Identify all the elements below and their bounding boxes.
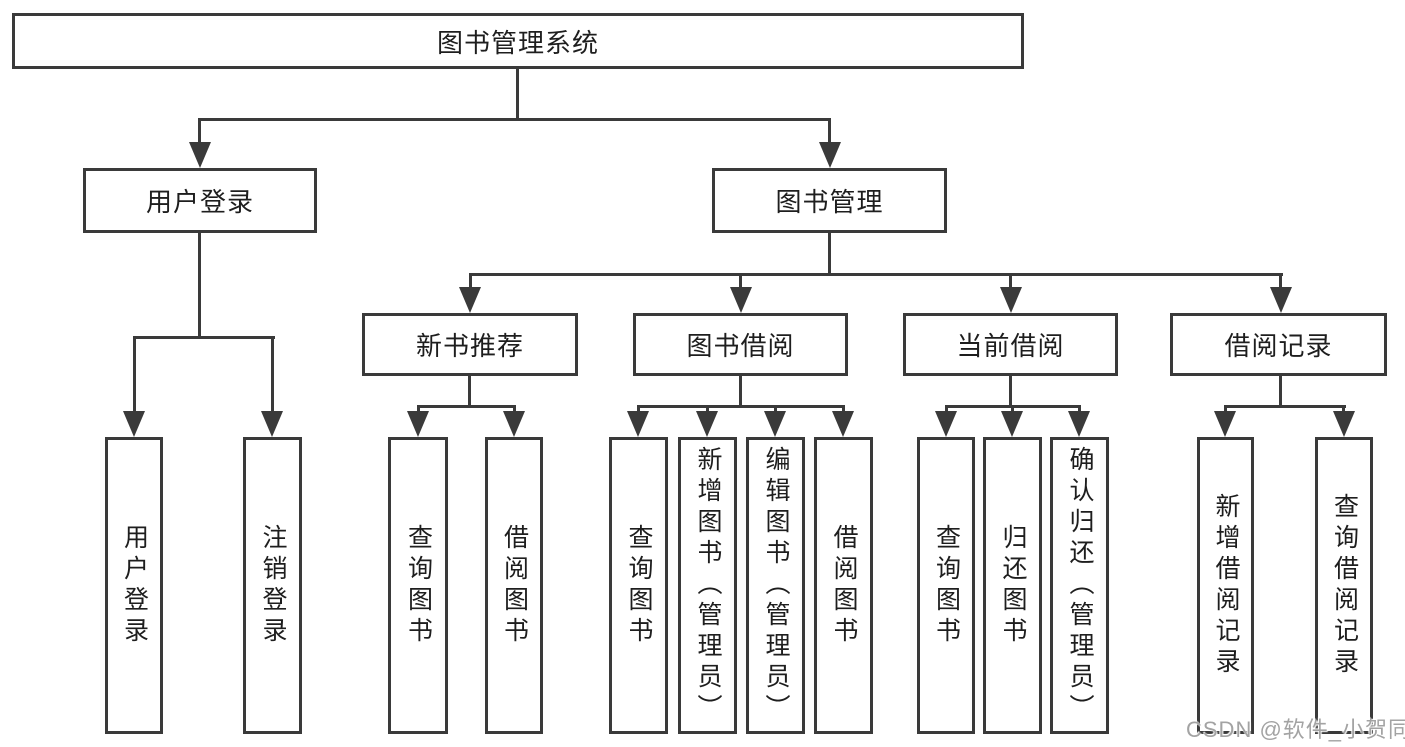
node-leaf-logout: 注销登录 [243,437,302,734]
connector-vline [1011,405,1014,414]
arrowhead-down [819,142,841,168]
node-label: 当前借阅 [956,331,1065,361]
connector-hline [637,405,845,408]
arrowhead-down [407,411,429,437]
connector-vline [774,405,777,414]
arrowhead-down [1214,411,1236,437]
connector-hline [198,118,831,121]
connector-vline [1279,273,1282,289]
node-label: 用户登录 [120,523,149,648]
node-label: 借阅图书 [500,523,529,648]
node-label: 图书借阅 [686,331,795,361]
arrowhead-down [261,411,283,437]
node-leaf-add-book-admin: 新增图书（管理员） [678,437,737,734]
node-leaf-query-borrow-record: 查询借阅记录 [1315,437,1373,734]
connector-vline [637,405,640,414]
node-leaf-confirm-return-admin: 确认归还（管理员） [1050,437,1109,734]
node-new-book-recommend: 新书推荐 [362,313,578,376]
arrowhead-down [503,411,525,437]
node-label: 查询图书 [932,523,961,648]
arrowhead-down [189,142,211,168]
arrowhead-down [459,287,481,313]
node-book-management-group: 图书管理 [712,168,947,233]
connector-hline [417,405,516,408]
connector-vline [1224,405,1227,414]
connector-hline [133,336,275,339]
connector-vline [739,273,742,289]
connector-vline [516,69,519,118]
connector-vline [513,405,516,414]
connector-vline [1078,405,1081,414]
node-label: 新书推荐 [415,331,524,361]
node-current-borrow: 当前借阅 [903,313,1118,376]
node-label: 用户登录 [145,187,254,217]
node-label: 查询图书 [625,523,653,648]
connector-hline [469,273,1283,276]
connector-vline [271,336,274,413]
connector-vline [133,336,136,413]
connector-vline [468,376,471,406]
node-label: 查询图书 [404,523,433,648]
arrowhead-down [696,411,718,437]
connector-vline [417,405,420,414]
node-label: 新增图书（管理员） [694,446,722,725]
node-label: 借阅图书 [830,523,858,648]
node-leaf-borrow-books: 借阅图书 [814,437,873,734]
arrowhead-down [1001,411,1023,437]
connector-vline [828,118,831,144]
arrowhead-down [1270,287,1292,313]
node-user-login-group: 用户登录 [83,168,317,233]
connector-vline [1279,376,1282,406]
node-label: 注销登录 [259,523,287,648]
arrowhead-down [730,287,752,313]
connector-vline [842,405,845,414]
node-leaf-add-borrow-record: 新增借阅记录 [1197,437,1254,734]
node-label: 图书管理 [775,187,884,217]
arrowhead-down [1333,411,1355,437]
node-leaf-query-books-current: 查询图书 [917,437,975,734]
node-label: 归还图书 [999,523,1027,648]
connector-vline [706,405,709,414]
connector-hline [1224,405,1346,408]
node-borrow-records: 借阅记录 [1170,313,1387,376]
connector-vline [828,233,831,273]
connector-vline [1009,273,1012,289]
node-leaf-return-book: 归还图书 [983,437,1042,734]
node-root-label: 图书管理系统 [436,27,599,58]
node-leaf-query-books-recommend: 查询图书 [388,437,448,734]
arrowhead-down [1068,411,1090,437]
node-label: 编辑图书（管理员） [762,446,790,725]
node-label: 新增借阅记录 [1212,492,1240,679]
arrowhead-down [1000,287,1022,313]
arrowhead-down [832,411,854,437]
connector-vline [198,118,201,144]
node-label: 确认归还（管理员） [1066,446,1094,725]
connector-vline [198,233,201,336]
node-leaf-user-login: 用户登录 [105,437,163,734]
node-label: 借阅记录 [1224,331,1333,361]
node-label: 查询借阅记录 [1330,492,1359,679]
connector-vline [1009,376,1012,406]
arrowhead-down [935,411,957,437]
connector-vline [739,376,742,406]
arrowhead-down [123,411,145,437]
node-leaf-query-books-borrow: 查询图书 [609,437,668,734]
node-leaf-edit-book-admin: 编辑图书（管理员） [746,437,805,734]
connector-vline [469,273,472,289]
node-book-borrow: 图书借阅 [633,313,848,376]
watermark: CSDN @软件_小贺同学 [1186,717,1405,742]
node-root: 图书管理系统 [12,13,1024,69]
connector-vline [1342,405,1345,414]
arrowhead-down [764,411,786,437]
connector-vline [945,405,948,414]
node-leaf-borrow-books-recommend: 借阅图书 [485,437,543,734]
arrowhead-down [627,411,649,437]
